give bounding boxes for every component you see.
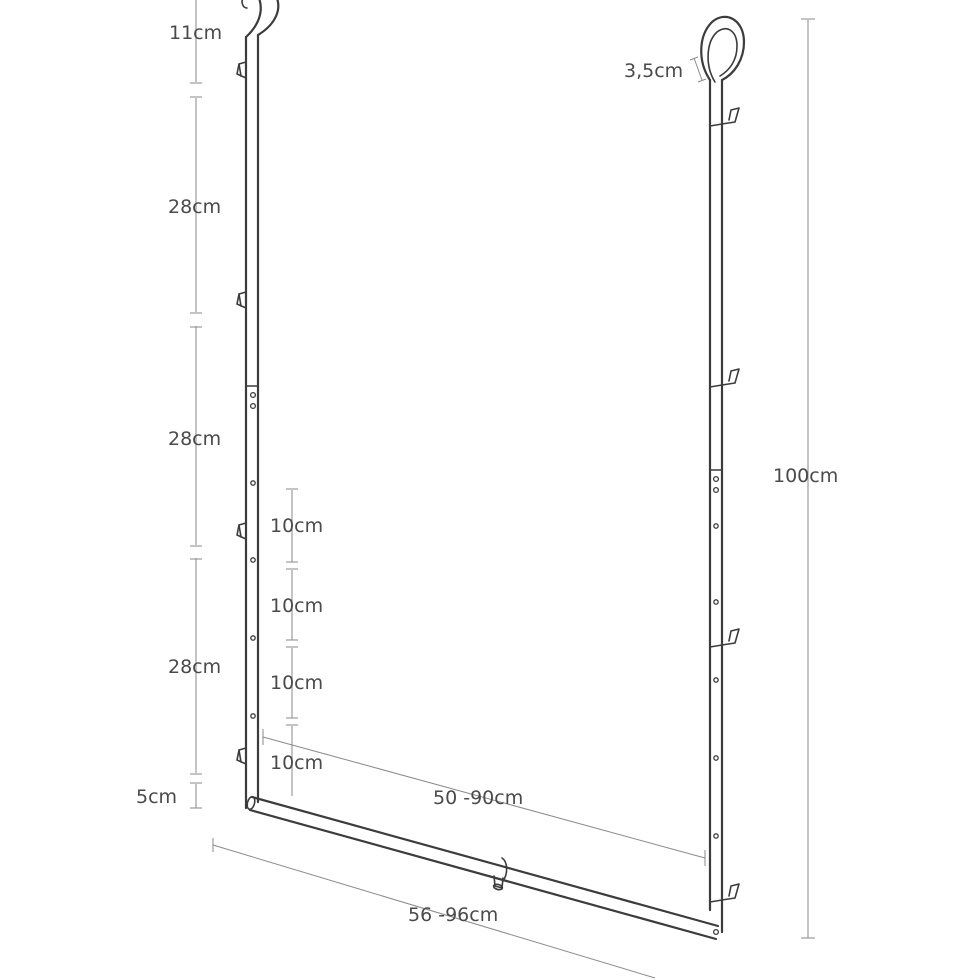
label-outer-width: 56 -96cm [408, 904, 498, 926]
hook-width-dimension [689, 56, 707, 83]
label-step-2: 10cm [270, 595, 323, 617]
label-section-2: 28cm [168, 428, 221, 450]
total-height-dimension [801, 18, 815, 939]
adjust-knob [493, 875, 504, 889]
label-section-3: 28cm [168, 656, 221, 678]
label-total-height: 100cm [773, 465, 838, 487]
label-section-1: 28cm [168, 196, 221, 218]
right-hook-1 [721, 107, 740, 125]
right-post [700, 15, 746, 934]
left-post [241, 0, 280, 810]
right-post-joint [709, 469, 723, 936]
right-hook-2 [721, 368, 740, 386]
label-step-1: 10cm [270, 515, 323, 537]
label-inner-width: 50 -90cm [433, 787, 523, 809]
right-hook-3 [721, 628, 740, 646]
outer-width-dimension [212, 838, 656, 979]
inner-width-dimension [262, 729, 706, 866]
right-side-hooks [709, 107, 740, 903]
left-side-hooks [236, 61, 247, 765]
bottom-bar [246, 795, 720, 941]
left-post-joint [245, 385, 259, 719]
step-dimensions [286, 488, 298, 796]
dimension-labels: 11cm 3,5cm 28cm 28cm 28cm 5cm 100cm 10cm… [136, 22, 838, 926]
label-bottom-gap: 5cm [136, 786, 177, 808]
height-dimensions-left [190, 0, 202, 809]
right-hook-4 [721, 883, 740, 901]
label-step-4: 10cm [270, 752, 323, 774]
label-hook-width: 3,5cm [624, 60, 683, 82]
label-step-3: 10cm [270, 672, 323, 694]
label-top-gap: 11cm [169, 22, 222, 44]
